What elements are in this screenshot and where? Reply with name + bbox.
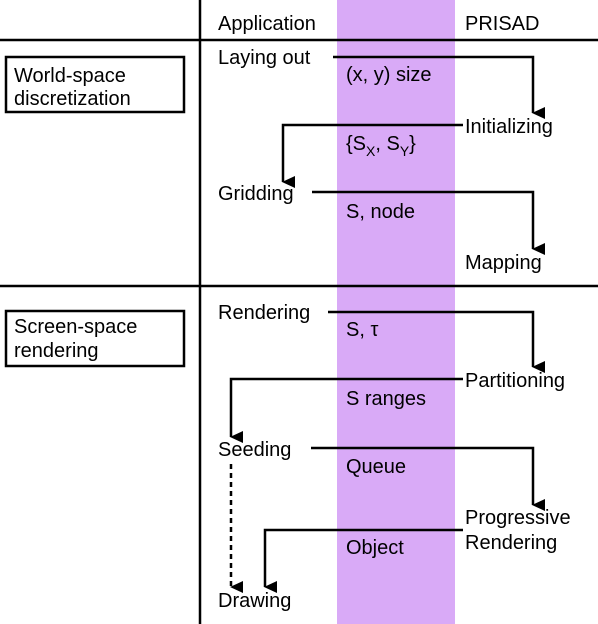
flow-label-object: Object [346,537,404,559]
step-partitioning: Partitioning [465,370,565,392]
arrow-gridding-to-mapping [312,190,545,255]
arrow-progressive-to-drawing [263,528,463,593]
section-label-world-space-line2: discretization [14,88,131,110]
section-label-screen-space-line1: Screen-space [14,316,137,338]
step-rendering: Rendering [218,302,310,324]
flow-label-sx-sy: {SX, SY} [346,133,416,159]
step-progressive-line2: Rendering [465,532,557,554]
flow-label-s-tau: S, τ [346,319,378,341]
section-label-world-space-line1: World-space [14,65,126,87]
flow-label-xy-size: (x, y) size [346,64,432,86]
arrow-rendering-to-partitioning [328,310,545,373]
section-box-screen-space [4,309,186,368]
step-progressive-line1: Progressive [465,507,571,529]
step-drawing: Drawing [218,590,291,612]
flow-label-s-node: S, node [346,201,415,223]
column-header-prisad: PRISAD [465,13,539,35]
flow-label-s-ranges: S ranges [346,388,426,410]
arrow-laying-out-to-initializing [333,55,545,119]
step-mapping: Mapping [465,252,542,274]
arrow-partitioning-to-seeding [229,377,463,443]
arrow-seeding-to-progressive [311,446,545,511]
section-box-world-space [4,55,186,114]
step-gridding: Gridding [218,183,294,205]
step-seeding: Seeding [218,439,291,461]
column-header-application: Application [218,13,316,35]
section-label-screen-space-line2: rendering [14,340,99,362]
step-initializing: Initializing [465,116,553,138]
flow-label-queue: Queue [346,456,406,478]
step-laying-out: Laying out [218,47,311,69]
arrow-initializing-to-gridding [281,123,463,188]
